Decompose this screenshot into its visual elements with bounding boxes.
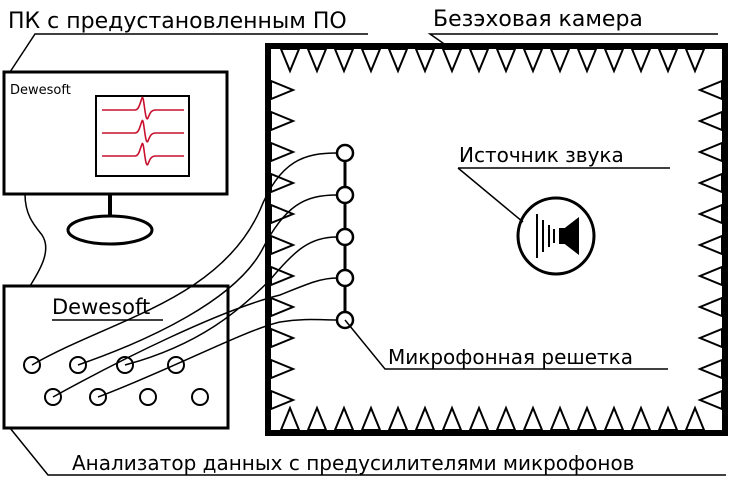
acoustic-wedge-icon (697, 389, 723, 411)
acoustic-wedge-icon (333, 48, 355, 74)
acoustic-wedge-icon (697, 265, 723, 287)
analyzer-brand: Dewesoft (52, 295, 150, 319)
acoustic-wedge-icon (270, 389, 296, 411)
chamber-leader (427, 33, 718, 49)
speaker-icon (536, 214, 579, 258)
acoustic-wedge-icon (270, 141, 296, 163)
sound-source-circle (516, 196, 596, 276)
acoustic-wedge-icon (495, 48, 517, 74)
acoustic-wedge-icon (697, 79, 723, 101)
acoustic-wedge-icon (697, 141, 723, 163)
acoustic-wedge-icon (270, 79, 296, 101)
acoustic-wedge-icon (697, 358, 723, 380)
signal-trace-3 (102, 142, 184, 166)
source-leader (457, 167, 670, 223)
acoustic-wedge-icon (306, 48, 328, 74)
mic-cable (97, 318, 338, 398)
acoustic-wedge-icon (360, 405, 382, 431)
mic-cable (124, 236, 338, 366)
microphone-cables (31, 152, 338, 398)
source-label: Источник звука (459, 143, 624, 167)
acoustic-wedge-icon (576, 405, 598, 431)
acoustic-wedge-icon (468, 405, 490, 431)
acoustic-wedge-icon (697, 203, 723, 225)
array-leader (344, 319, 668, 370)
acoustic-wedges (270, 48, 723, 431)
pc-leader (9, 33, 368, 73)
acoustic-wedge-icon (279, 405, 301, 431)
acoustic-wedge-icon (279, 48, 301, 74)
acoustic-wedge-icon (270, 358, 296, 380)
monitor-app-label: Dewesoft (10, 83, 71, 98)
acoustic-wedge-icon (657, 48, 679, 74)
analyzer-leader (9, 427, 726, 476)
acoustic-wedge-icon (684, 405, 706, 431)
acoustic-wedge-icon (522, 405, 544, 431)
microphone (335, 227, 355, 247)
acoustic-wedge-icon (414, 48, 436, 74)
acoustic-wedge-icon (270, 110, 296, 132)
chamber-label: Безэховая камера (433, 7, 643, 32)
microphone (335, 143, 355, 163)
acoustic-wedge-icon (697, 296, 723, 318)
signal-window (95, 95, 190, 177)
acoustic-wedge-icon (306, 405, 328, 431)
signal-trace-1 (102, 96, 184, 120)
input-connector (191, 388, 209, 406)
pc-monitor: Dewesoft (2, 70, 229, 246)
acoustic-wedge-icon (697, 110, 723, 132)
mic-cable (77, 194, 338, 366)
array-label: Микрофонная решетка (388, 345, 633, 369)
acoustic-wedge-icon (630, 405, 652, 431)
acoustic-wedge-icon (549, 48, 571, 74)
monitor-stand-base (66, 214, 154, 246)
signal-trace-2 (102, 119, 184, 143)
acoustic-wedge-icon (697, 172, 723, 194)
acoustic-wedge-icon (468, 48, 490, 74)
mic-cable (52, 277, 338, 398)
acoustic-wedge-icon (522, 48, 544, 74)
pc-analyzer-cable (24, 193, 47, 287)
microphone (335, 185, 355, 205)
acoustic-wedge-icon (441, 48, 463, 74)
acoustic-wedge-icon (333, 405, 355, 431)
acoustic-wedge-icon (495, 405, 517, 431)
analyzer-label: Анализатор данных с предусилителями микр… (72, 451, 634, 475)
acoustic-wedge-icon (387, 405, 409, 431)
pc-label: ПК с предустановленным ПО (8, 9, 347, 34)
acoustic-wedge-icon (270, 296, 296, 318)
acoustic-wedge-icon (441, 405, 463, 431)
acoustic-wedge-icon (576, 48, 598, 74)
data-analyzer: Dewesoft (2, 284, 230, 430)
acoustic-wedge-icon (697, 327, 723, 349)
acoustic-wedge-icon (549, 405, 571, 431)
sound-source (516, 196, 596, 276)
acoustic-wedge-icon (360, 48, 382, 74)
mic-cable (31, 152, 338, 366)
microphone (335, 268, 355, 288)
acoustic-wedge-icon (270, 234, 296, 256)
acoustic-wedge-icon (657, 405, 679, 431)
acoustic-wedge-icon (414, 405, 436, 431)
acoustic-wedge-icon (603, 48, 625, 74)
acoustic-wedge-icon (603, 405, 625, 431)
acoustic-wedge-icon (684, 48, 706, 74)
acoustic-wedge-icon (697, 234, 723, 256)
acoustic-wedge-icon (630, 48, 652, 74)
acoustic-wedge-icon (387, 48, 409, 74)
input-connector (139, 388, 157, 406)
acoustic-wedge-icon (270, 327, 296, 349)
leader-lines (9, 33, 726, 476)
